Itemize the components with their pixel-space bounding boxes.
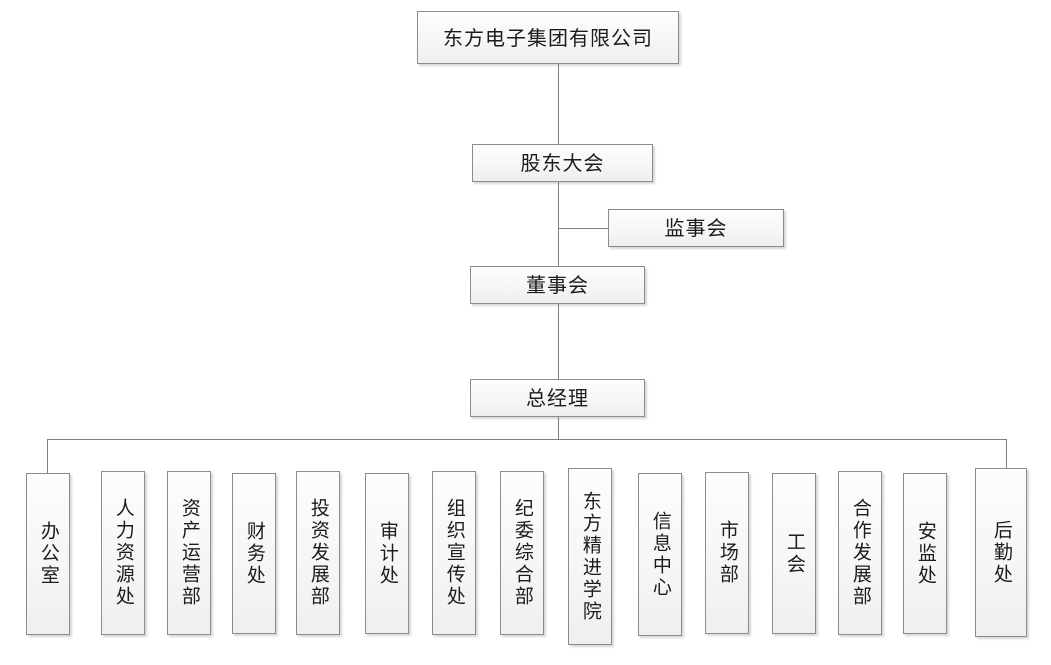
- node-department-asset-operations-label: 资产运营部: [178, 498, 201, 608]
- node-board-of-supervisors-label: 监事会: [664, 216, 728, 240]
- connector-department-bus: [47, 439, 1006, 440]
- node-department-labor-union-label: 工会: [783, 531, 806, 576]
- node-company[interactable]: 东方电子集团有限公司: [417, 11, 679, 64]
- node-department-marketing[interactable]: 市场部: [705, 472, 749, 634]
- node-board-of-directors[interactable]: 董事会: [470, 266, 645, 304]
- connector-company-to-shareholders: [558, 64, 559, 144]
- node-company-label: 东方电子集团有限公司: [443, 25, 653, 50]
- node-department-cooperation-development-label: 合作发展部: [849, 498, 872, 608]
- node-department-asset-operations[interactable]: 资产运营部: [167, 471, 211, 635]
- node-department-dongfang-academy[interactable]: 东方精进学院: [568, 468, 612, 645]
- node-department-investment-development[interactable]: 投资发展部: [296, 471, 340, 635]
- node-shareholders-meeting[interactable]: 股东大会: [472, 144, 653, 182]
- node-department-discipline-general-label: 纪委综合部: [511, 498, 534, 608]
- node-department-finance-label: 财务处: [243, 520, 266, 587]
- node-department-labor-union[interactable]: 工会: [772, 473, 816, 634]
- node-department-office[interactable]: 办公室: [26, 473, 70, 635]
- connector-directors-to-general-manager: [558, 304, 559, 379]
- node-department-safety-supervision[interactable]: 安监处: [903, 473, 947, 634]
- node-department-office-label: 办公室: [37, 521, 60, 587]
- connector-general-manager-to-bus: [558, 417, 559, 439]
- node-department-organization-publicity-label: 组织宣传处: [443, 498, 466, 608]
- node-department-human-resources[interactable]: 人力资源处: [101, 471, 145, 635]
- node-department-human-resources-label: 人力资源处: [112, 498, 135, 608]
- node-department-organization-publicity[interactable]: 组织宣传处: [432, 471, 476, 635]
- node-general-manager[interactable]: 总经理: [470, 379, 645, 417]
- node-department-finance[interactable]: 财务处: [232, 473, 276, 634]
- node-department-logistics-label: 后勤处: [990, 519, 1013, 586]
- node-department-cooperation-development[interactable]: 合作发展部: [838, 471, 882, 635]
- node-department-audit-label: 审计处: [376, 520, 399, 587]
- node-shareholders-meeting-label: 股东大会: [520, 151, 605, 175]
- node-department-investment-development-label: 投资发展部: [307, 498, 330, 608]
- connector-shareholders-to-directors: [558, 182, 559, 266]
- connector-bus-to-first-department: [47, 439, 48, 473]
- node-department-logistics[interactable]: 后勤处: [975, 468, 1027, 637]
- node-board-of-directors-label: 董事会: [526, 273, 589, 297]
- node-department-information-center[interactable]: 信息中心: [638, 473, 682, 636]
- node-department-information-center-label: 信息中心: [649, 510, 672, 599]
- node-department-discipline-general[interactable]: 纪委综合部: [500, 471, 544, 635]
- connector-bus-to-last-department: [1006, 439, 1007, 468]
- node-department-dongfang-academy-label: 东方精进学院: [579, 490, 602, 623]
- node-board-of-supervisors[interactable]: 监事会: [608, 209, 784, 247]
- node-department-audit[interactable]: 审计处: [365, 473, 409, 634]
- node-general-manager-label: 总经理: [526, 386, 589, 410]
- node-department-marketing-label: 市场部: [716, 520, 739, 586]
- connector-branch-to-supervisors: [558, 228, 608, 229]
- node-department-safety-supervision-label: 安监处: [914, 520, 937, 587]
